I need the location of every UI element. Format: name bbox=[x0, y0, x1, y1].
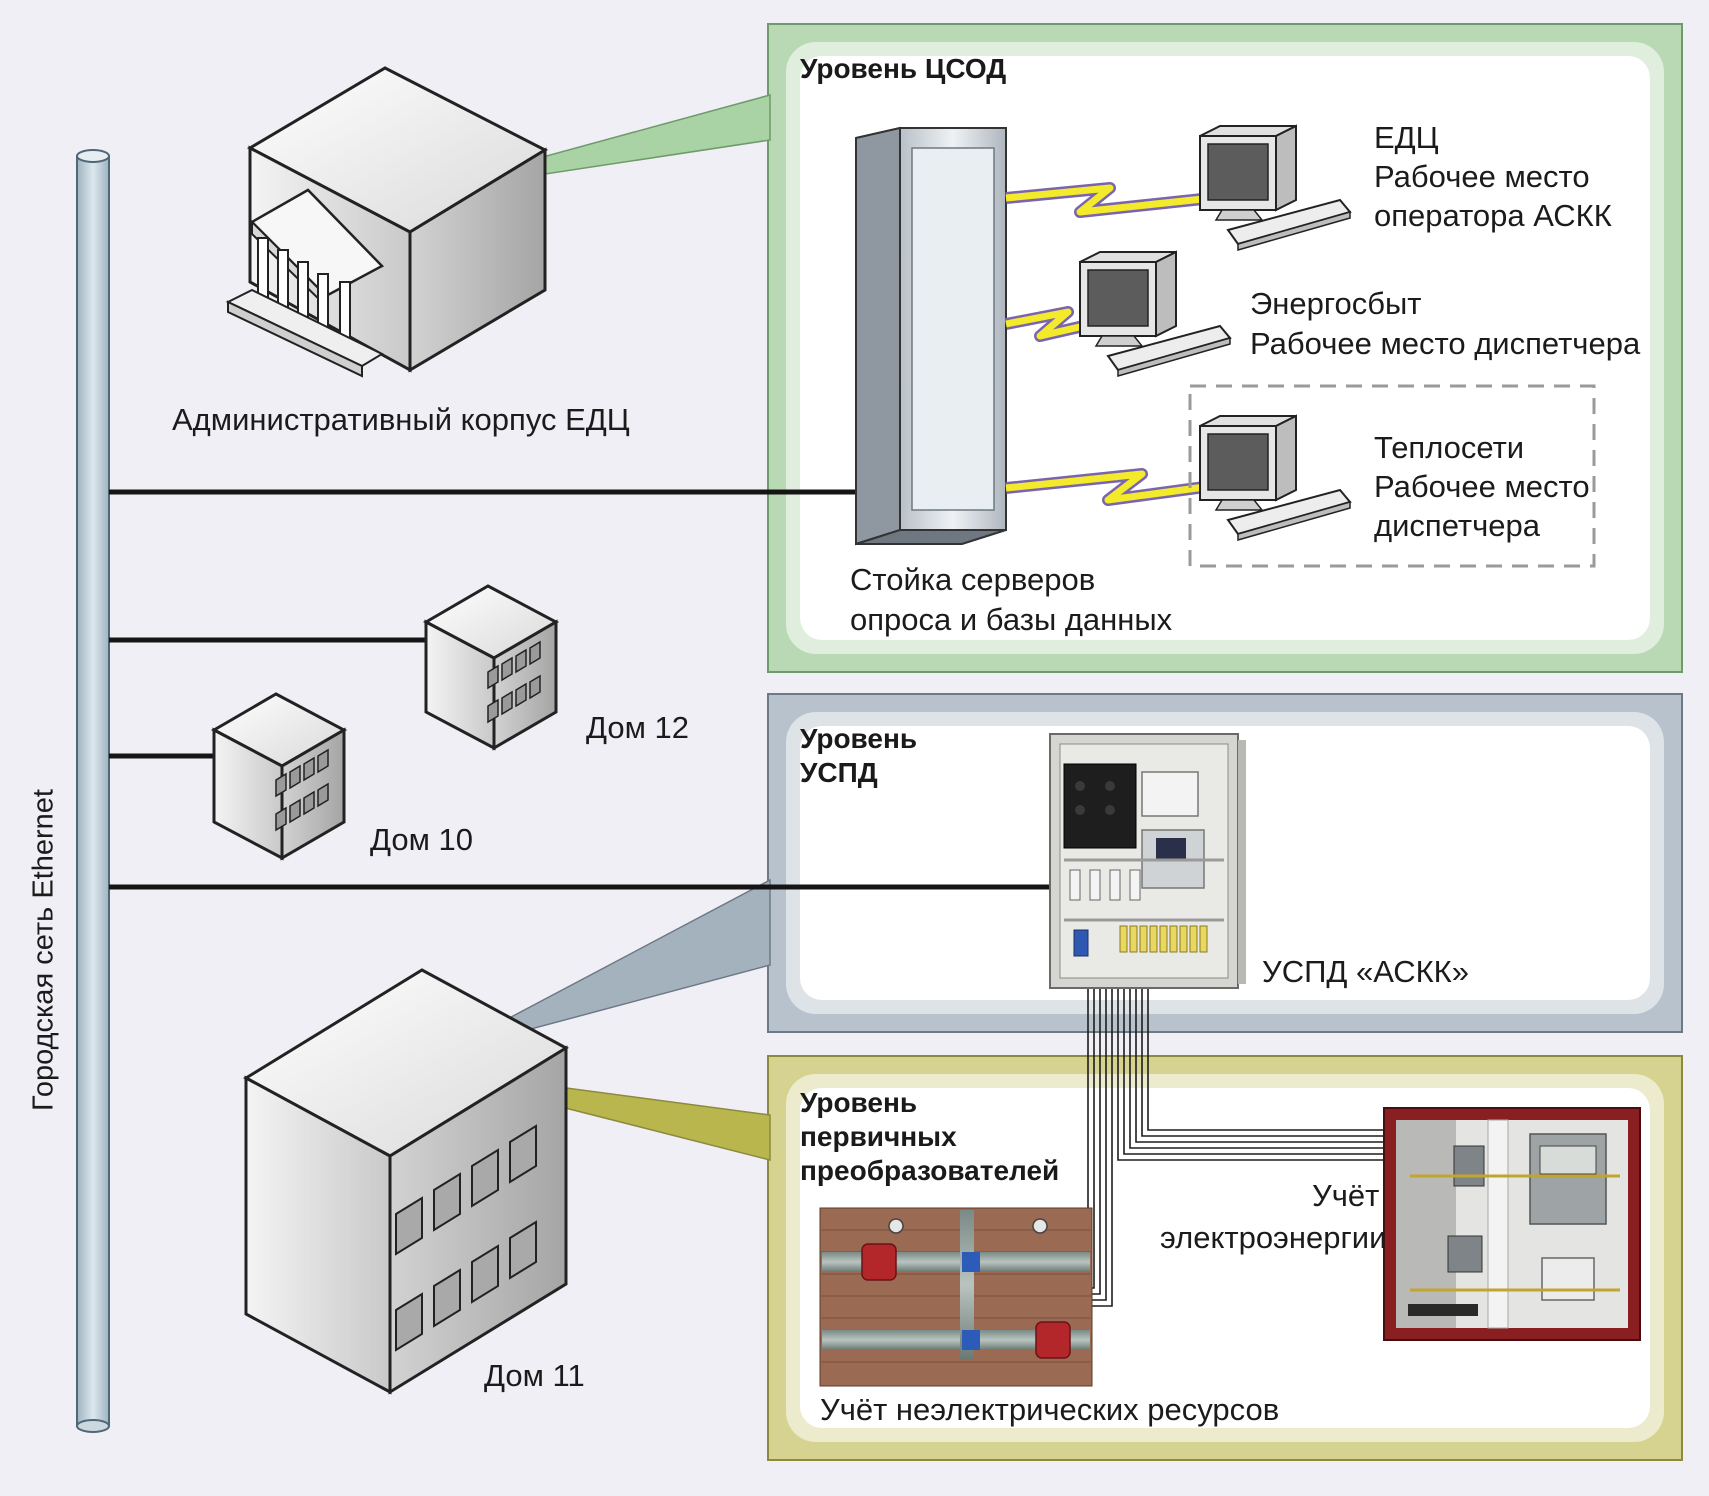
workstation-energosbyt-icon bbox=[1079, 250, 1232, 377]
primary-level-title-line3: преобразователей bbox=[800, 1155, 1060, 1186]
house10-icon bbox=[210, 692, 348, 861]
workstation-edc-label-line2: Рабочее место bbox=[1374, 159, 1590, 194]
uspd-device-label: УСПД «АСКК» bbox=[1262, 954, 1469, 989]
admin-building-icon bbox=[225, 66, 549, 378]
workstation-edc-label-line3: оператора АСКК bbox=[1374, 198, 1612, 233]
electric-metering-label-line2: электроэнергии bbox=[1160, 1220, 1387, 1255]
primary-level-title-line1: Уровень bbox=[800, 1087, 918, 1118]
server-rack-label-line2: опроса и базы данных bbox=[850, 602, 1173, 637]
uspd-pointer bbox=[444, 878, 771, 1053]
house10-label: Дом 10 bbox=[370, 822, 473, 857]
ethernet-backbone-pipe bbox=[76, 149, 110, 1433]
uspd-wire-bundle bbox=[1087, 988, 1384, 1307]
network-links bbox=[109, 489, 1050, 890]
workstation-energosbyt-label-line1: Энергосбыт bbox=[1250, 286, 1422, 321]
workstation-energosbyt-label-line2: Рабочее место диспетчера bbox=[1250, 326, 1641, 361]
workstation-edc-label-line1: ЕДЦ bbox=[1374, 120, 1439, 155]
house12-label: Дом 12 bbox=[586, 710, 689, 745]
server-rack-label-line1: Стойка серверов bbox=[850, 562, 1096, 597]
house11-icon bbox=[243, 968, 569, 1395]
workstation-edc-icon bbox=[1199, 124, 1352, 251]
nonelectric-metering-label: Учёт неэлектрических ресурсов bbox=[820, 1392, 1280, 1427]
house11-label: Дом 11 bbox=[484, 1358, 585, 1393]
heating-network-group-border bbox=[1188, 384, 1596, 568]
primary-level-title-line2: первичных bbox=[800, 1121, 957, 1152]
house12-icon bbox=[422, 584, 560, 751]
workstation-teploseti-label-line1: Теплосети bbox=[1374, 430, 1525, 465]
electric-meter-cabinet-image bbox=[1383, 1107, 1641, 1341]
workstation-links bbox=[1004, 182, 1213, 506]
uspd-level-title-line2: УСПД bbox=[800, 757, 878, 788]
workstation-teploseti-label-line3: диспетчера bbox=[1374, 508, 1540, 543]
admin-building-label: Административный корпус ЕДЦ bbox=[172, 402, 630, 437]
uspd-cabinet-image bbox=[1049, 733, 1246, 989]
uspd-level-title-line1: Уровень bbox=[800, 723, 918, 754]
workstation-teploseti-label-line2: Рабочее место bbox=[1374, 469, 1590, 504]
tsod-level-title: Уровень ЦСОД bbox=[800, 53, 1007, 84]
workstation-teploseti-icon bbox=[1199, 414, 1352, 541]
nonelectric-meter-photo bbox=[819, 1207, 1093, 1387]
ethernet-network-label: Городская сеть Ethernet bbox=[27, 789, 60, 1111]
server-rack-icon bbox=[855, 126, 1007, 546]
electric-metering-label-line1: Учёт bbox=[1312, 1178, 1380, 1213]
